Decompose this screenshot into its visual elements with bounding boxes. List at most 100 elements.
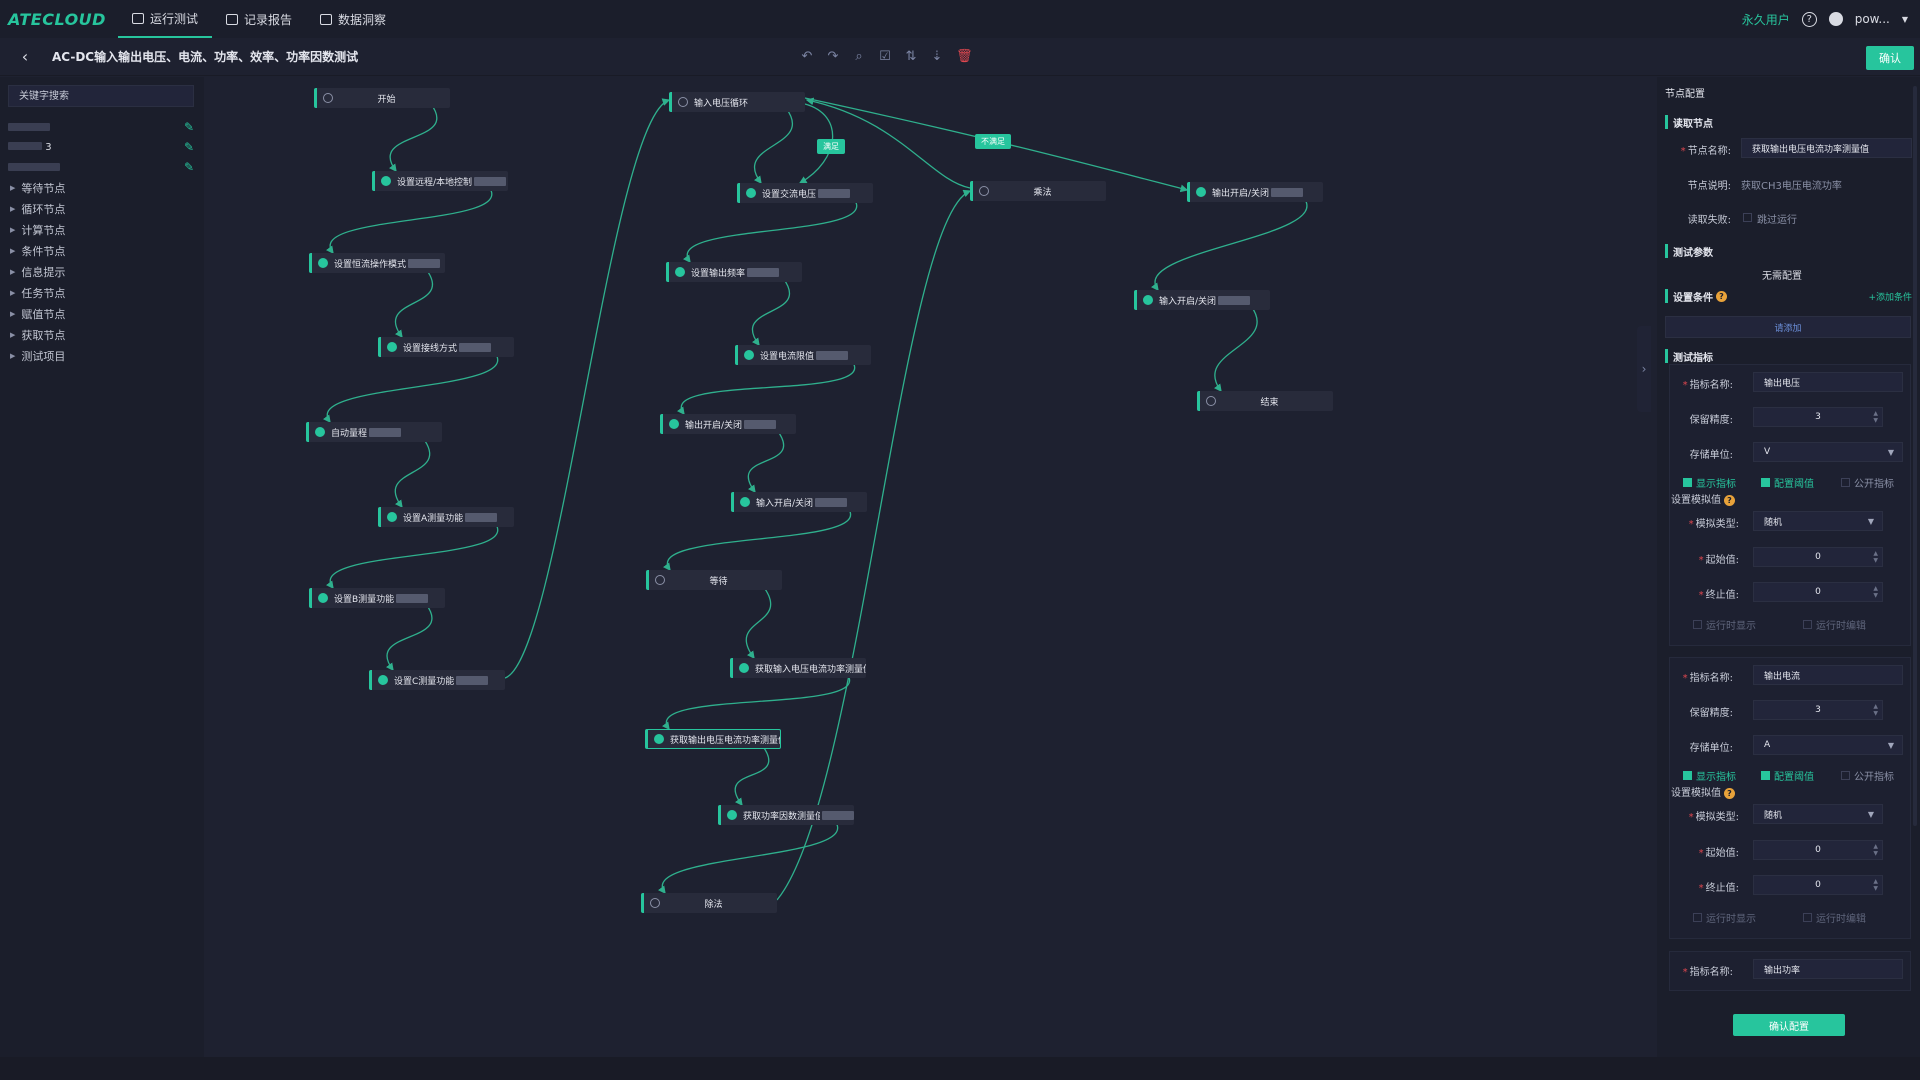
search-input[interactable]	[8, 85, 194, 107]
tree-item[interactable]: ▶循环节点	[10, 200, 65, 218]
condition-not-satisfied-tag[interactable]: 不满足	[975, 134, 1011, 149]
metric-name-field[interactable]: 输出电压	[1753, 372, 1903, 392]
public-metric-checkbox[interactable]: 公开指标	[1841, 475, 1894, 490]
flow-node-loop[interactable]: 输入电压循环	[669, 92, 805, 112]
flow-node-n17[interactable]: 输入开启/关闭	[1134, 290, 1270, 310]
confirm-config-button[interactable]: 确认配置	[1733, 1014, 1845, 1036]
flow-node-n6[interactable]: 设置B测量功能	[309, 588, 445, 608]
metric-name-field[interactable]: 输出功率	[1753, 959, 1903, 979]
show-metric-checkbox[interactable]: 显示指标	[1683, 768, 1736, 783]
chevron-down-icon: ▼	[1887, 447, 1894, 457]
user-type-badge: 永久用户	[1741, 12, 1790, 27]
show-metric-checkbox[interactable]: 显示指标	[1683, 475, 1736, 490]
help-icon[interactable]: ?	[1801, 11, 1817, 27]
gear-icon	[387, 342, 397, 352]
username[interactable]: pow...	[1854, 12, 1890, 26]
add-condition-button[interactable]: 请添加	[1665, 316, 1911, 338]
tree-item[interactable]: ▶测试项目	[10, 347, 65, 365]
custom-node-row[interactable]: ✎	[8, 159, 194, 175]
config-threshold-checkbox[interactable]: 配置阈值	[1761, 475, 1814, 490]
end-value-stepper[interactable]: 0▲▼	[1753, 875, 1883, 895]
skip-run-checkbox[interactable]	[1743, 213, 1752, 222]
tab-run-test[interactable]: 运行测试	[117, 0, 212, 38]
flow-node-n15[interactable]: 获取功率因数测量值	[718, 805, 854, 825]
runtime-edit-checkbox[interactable]: 运行时编辑	[1803, 910, 1866, 925]
end-value-stepper[interactable]: 0▲▼	[1753, 582, 1883, 602]
flow-node-n12[interactable]: 输入开启/关闭	[731, 492, 867, 512]
node-label: 输入电压循环	[694, 98, 749, 109]
back-button[interactable]: ‹	[21, 47, 29, 66]
flow-node-n14[interactable]: 获取输出电压电流功率测量值	[645, 729, 781, 749]
redo-icon[interactable]: ↷	[827, 49, 839, 64]
end-value-label: *终止值:	[1698, 590, 1739, 601]
chevron-right-icon: ▶	[10, 352, 16, 360]
tree-item[interactable]: ▶赋值节点	[10, 305, 65, 323]
tree-item[interactable]: ▶任务节点	[10, 284, 65, 302]
edit-icon[interactable]: ✎	[183, 160, 194, 174]
tree-item[interactable]: ▶等待节点	[10, 179, 65, 197]
flow-node-n5[interactable]: 设置A测量功能	[378, 507, 514, 527]
flow-node-n4[interactable]: 自动量程	[306, 422, 442, 442]
stepper-arrows-icon: ▲▼	[1873, 878, 1878, 892]
runtime-show-checkbox[interactable]: 运行时显示	[1693, 617, 1756, 632]
tree-item[interactable]: ▶条件节点	[10, 242, 65, 260]
flow-node-n10[interactable]: 设置电流限值	[735, 345, 871, 365]
flow-node-wait[interactable]: 等待	[646, 570, 782, 590]
blurred-suffix	[822, 810, 854, 820]
node-name-field[interactable]: 获取输出电压电流功率测量值	[1741, 138, 1912, 158]
runtime-edit-checkbox[interactable]: 运行时编辑	[1803, 617, 1866, 632]
flow-node-calc1[interactable]: 除法	[641, 893, 777, 913]
condition-satisfied-tag[interactable]: 满足	[817, 139, 845, 154]
flow-node-n9[interactable]: 设置输出频率	[666, 262, 802, 282]
custom-node-label: 3	[8, 141, 52, 153]
runtime-show-checkbox[interactable]: 运行时显示	[1693, 910, 1756, 925]
start-value-stepper[interactable]: 0▲▼	[1753, 840, 1883, 860]
trash-icon[interactable]: 🗑	[956, 49, 973, 64]
config-scrollbar[interactable]	[1913, 86, 1917, 826]
flow-node-n3[interactable]: 设置接线方式	[378, 337, 514, 357]
flow-node-calc2[interactable]: 乘法	[970, 181, 1106, 201]
flow-node-n8[interactable]: 设置交流电压	[737, 183, 873, 203]
unit-select[interactable]: V▼	[1753, 442, 1903, 462]
tab-data-insight[interactable]: 数据洞察	[306, 0, 400, 38]
custom-node-row[interactable]: 3 ✎	[8, 139, 194, 155]
sim-type-select[interactable]: 随机▼	[1753, 511, 1883, 531]
undo-icon[interactable]: ↶	[801, 49, 813, 64]
metric-name-field[interactable]: 输出电流	[1753, 665, 1903, 685]
public-metric-checkbox[interactable]: 公开指标	[1841, 768, 1894, 783]
flow-node-n13[interactable]: 获取输入电压电流功率测量值	[730, 658, 866, 678]
tune-icon[interactable]: ⇅	[905, 49, 917, 64]
check-board-icon[interactable]: ☑	[879, 49, 891, 64]
edit-icon[interactable]: ✎	[183, 120, 194, 134]
tree-item[interactable]: ▶计算节点	[10, 221, 65, 239]
flow-node-start[interactable]: 开始	[314, 88, 450, 108]
node-desc-value[interactable]: 获取CH3电压电流功率	[1741, 181, 1842, 192]
custom-node-row[interactable]: ✎	[8, 119, 194, 135]
flow-node-end[interactable]: 结束	[1197, 391, 1333, 411]
flow-node-n11[interactable]: 输出开启/关闭	[660, 414, 796, 434]
config-threshold-checkbox[interactable]: 配置阈值	[1761, 768, 1814, 783]
start-value-stepper[interactable]: 0▲▼	[1753, 547, 1883, 567]
flow-node-n16[interactable]: 输出开启/关闭	[1187, 182, 1323, 202]
flow-node-n7[interactable]: 设置C测量功能	[369, 670, 505, 690]
sort-icon[interactable]: ⇣	[931, 49, 943, 64]
flow-canvas[interactable]	[204, 77, 1657, 1057]
avatar[interactable]	[1828, 12, 1843, 26]
flow-node-n2[interactable]: 设置恒流操作模式	[309, 253, 445, 273]
edit-icon[interactable]: ✎	[183, 140, 194, 154]
tree-item[interactable]: ▶获取节点	[10, 326, 65, 344]
params-empty-text: 无需配置	[1762, 271, 1802, 282]
chevron-down-icon[interactable]: ▼	[1901, 14, 1908, 24]
tree-item[interactable]: ▶信息提示	[10, 263, 65, 281]
tab-records[interactable]: 记录报告	[212, 0, 306, 38]
unit-select[interactable]: A▼	[1753, 735, 1903, 755]
chevron-right-icon: ▶	[10, 247, 16, 255]
confirm-button[interactable]: 确认	[1866, 46, 1914, 70]
precision-stepper[interactable]: 3▲▼	[1753, 407, 1883, 427]
search-icon[interactable]: ⌕	[855, 49, 863, 64]
flow-node-n1[interactable]: 设置远程/本地控制	[372, 171, 508, 191]
sim-type-select[interactable]: 随机▼	[1753, 804, 1883, 824]
precision-stepper[interactable]: 3▲▼	[1753, 700, 1883, 720]
collapse-right-panel-button[interactable]: ›	[1637, 326, 1651, 412]
add-condition-link[interactable]: +添加条件	[1868, 293, 1912, 303]
